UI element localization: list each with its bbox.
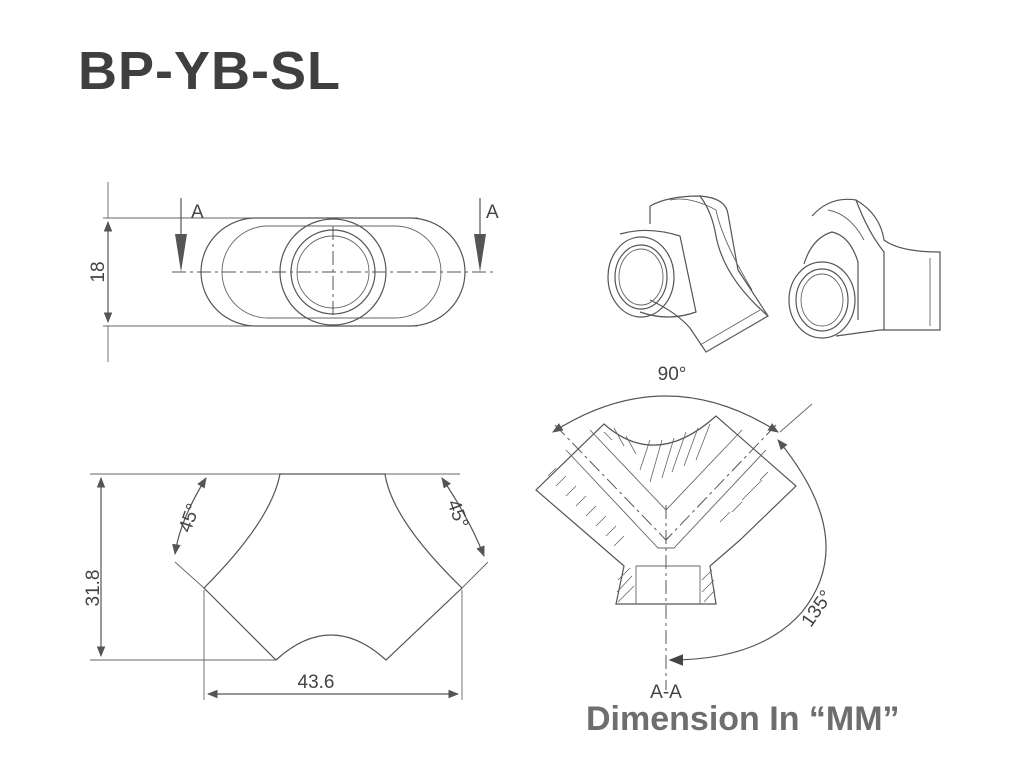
section-view: 90° 135° A-A bbox=[535, 364, 838, 703]
hatch-right bbox=[639, 423, 769, 523]
angle-arc-right bbox=[668, 439, 827, 666]
angle-label-right: 45° bbox=[442, 497, 472, 531]
section-arrow-right bbox=[474, 234, 486, 272]
angle-label-top: 90° bbox=[658, 364, 687, 385]
height-dimension-label: 18 bbox=[88, 261, 109, 282]
angle-arc-right bbox=[441, 477, 485, 558]
angle-arc-left bbox=[172, 477, 207, 556]
isometric-view-right bbox=[788, 198, 941, 339]
front-view: 31.8 43.6 45° 45° bbox=[83, 473, 489, 700]
angle-label-left: 45° bbox=[175, 501, 205, 535]
dimension-unit-note: Dimension In “MM” bbox=[586, 700, 900, 738]
angle-arc-top bbox=[552, 395, 779, 433]
front-outline bbox=[203, 473, 463, 661]
top-outline bbox=[200, 217, 466, 327]
section-label-right: A bbox=[486, 202, 499, 223]
front-height-label: 31.8 bbox=[83, 570, 104, 607]
hatch-left bbox=[547, 427, 637, 547]
section-arrow-left bbox=[175, 234, 187, 272]
section-label-left: A bbox=[191, 202, 204, 223]
isometric-view-left bbox=[607, 195, 769, 353]
section-label: A-A bbox=[650, 682, 682, 703]
part-number-title: BP-YB-SL bbox=[78, 41, 341, 101]
angle-label-right-section: 135° bbox=[798, 587, 838, 631]
top-view: 18 A A bbox=[88, 182, 499, 362]
front-width-label: 43.6 bbox=[298, 672, 335, 693]
